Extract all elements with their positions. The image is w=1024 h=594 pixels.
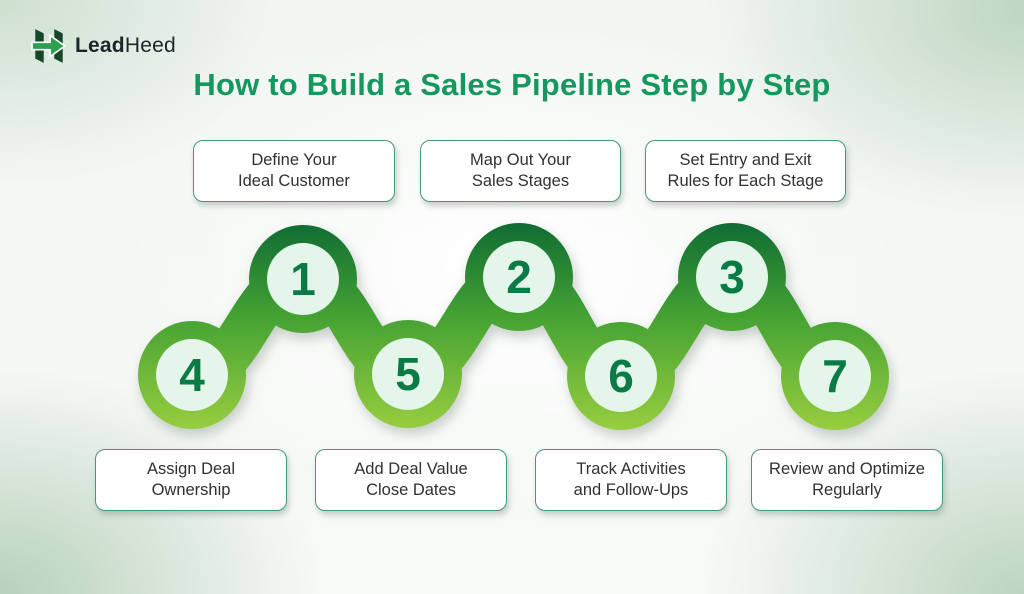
logo-text-lead: Lead [75,34,125,57]
step-circle-5: 5 [372,338,444,410]
step-circle-4: 4 [156,339,228,411]
step-label-line: Ideal Customer [238,172,350,190]
step-number: 5 [395,348,421,400]
step-number: 2 [506,251,532,303]
logo-text-heed: Heed [124,34,176,57]
step-circle-1: 1 [267,243,339,315]
step-label-line: Set Entry and Exit [679,150,812,169]
step-label-line: Define Your [251,150,337,169]
step-label-box-5: Add Deal Value Close Dates [315,449,507,511]
step-label-box-2: Map Out Your Sales Stages [420,140,621,202]
step-label-line: and Follow-Ups [573,481,689,499]
step-circle-2: 2 [483,241,555,313]
step-number: 4 [179,349,205,401]
step-label-box-6: Track Activities and Follow-Ups [535,449,727,511]
step-circle-6: 6 [585,340,657,412]
logo-wordmark: LeadHeed [75,34,176,58]
step-number: 3 [719,251,745,303]
step-number: 1 [290,253,316,305]
step-label-line: Add Deal Value [354,459,468,478]
step-label-box-4: Assign Deal Ownership [95,449,287,511]
step-circle-3: 3 [696,241,768,313]
step-label-box-3: Set Entry and Exit Rules for Each Stage [645,140,846,202]
step-label-line: Ownership [151,481,231,499]
step-label-line: Review and Optimize [769,459,925,478]
leadheed-logo-icon [31,29,67,63]
step-label-line: Assign Deal [146,459,236,478]
step-label-line: Close Dates [366,481,456,499]
step-number: 7 [822,350,848,402]
step-label-line: Regularly [812,481,882,499]
step-number: 6 [608,350,634,402]
step-label-line: Sales Stages [471,172,570,190]
page-title: How to Build a Sales Pipeline Step by St… [193,67,831,102]
step-label-box-7: Review and Optimize Regularly [751,449,943,511]
step-label-box-1: Define Your Ideal Customer [193,140,395,202]
step-circle-7: 7 [799,340,871,412]
step-label-line: Track Activities [576,459,686,478]
step-label-line: Map Out Your [470,150,571,169]
step-label-line: Rules for Each Stage [667,172,824,190]
logo: LeadHeed [30,27,176,65]
